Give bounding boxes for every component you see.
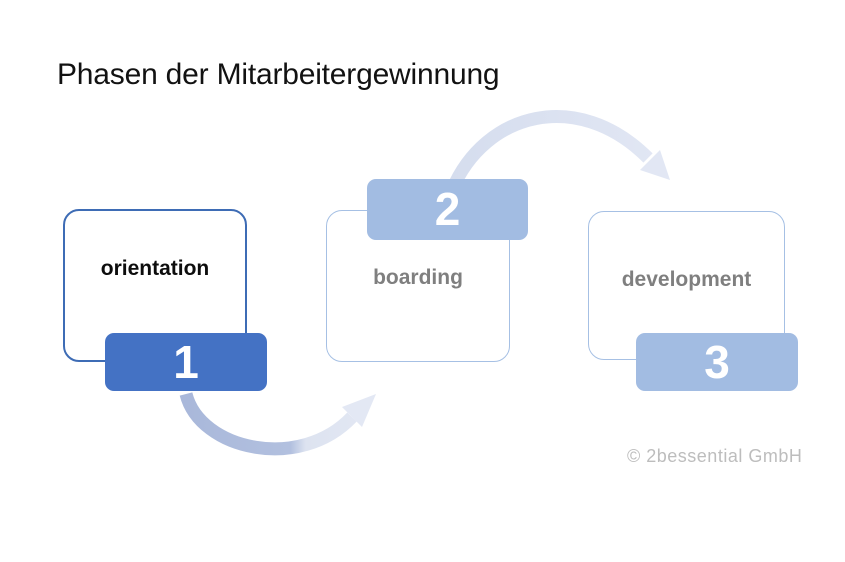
phase-number-badge-3: 3 [636, 333, 798, 391]
phase-label-boarding: boarding [373, 266, 463, 289]
phase-number-badge-2: 2 [367, 179, 528, 240]
arrow-2-to-3 [446, 110, 670, 193]
arrow-1-to-2 [179, 391, 376, 456]
phase-label-development: development [621, 268, 752, 291]
page-title: Phasen der Mitarbeitergewinnung [57, 58, 500, 91]
phase-card-boarding: boarding [326, 210, 510, 362]
phase-number-badge-1: 1 [105, 333, 267, 391]
copyright-notice: © 2bessential GmbH [627, 446, 803, 466]
phase-label-orientation: orientation [100, 257, 210, 280]
